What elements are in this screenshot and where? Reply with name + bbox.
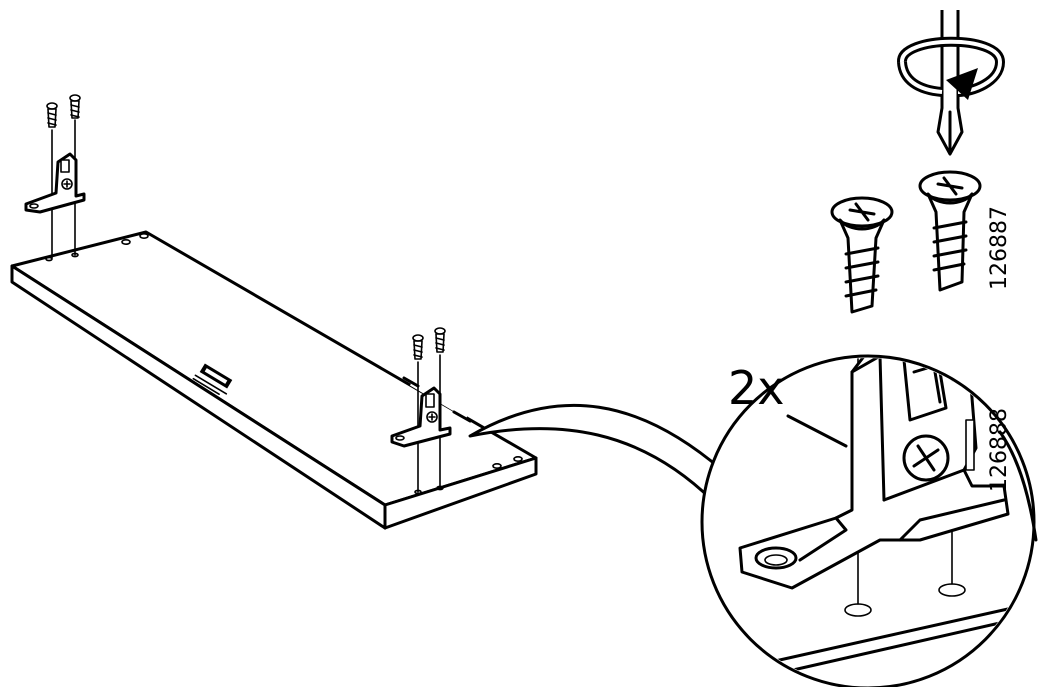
ikea-logo xyxy=(192,363,233,395)
screw-icon xyxy=(412,334,424,360)
shelf-panel xyxy=(10,230,538,530)
rotate-clockwise-icon xyxy=(897,36,1006,100)
screw-icon xyxy=(434,327,446,353)
screw-icon xyxy=(69,94,81,119)
screw-126888-icon xyxy=(830,196,894,314)
panel-holes xyxy=(121,233,523,469)
part-number-126887: 126887 xyxy=(987,206,1012,290)
bracket-right-assembly xyxy=(390,327,452,495)
screw-126887-icon xyxy=(918,170,982,292)
quantity-pointer xyxy=(786,414,848,448)
bracket-detail xyxy=(738,358,1010,590)
screw-icon xyxy=(46,102,58,128)
bracket-icon xyxy=(24,152,86,214)
bracket-left-assembly xyxy=(24,94,86,262)
bracket-icon xyxy=(390,386,452,448)
quantity-label: 2x xyxy=(728,361,785,415)
part-number-126888: 126888 xyxy=(987,408,1012,492)
